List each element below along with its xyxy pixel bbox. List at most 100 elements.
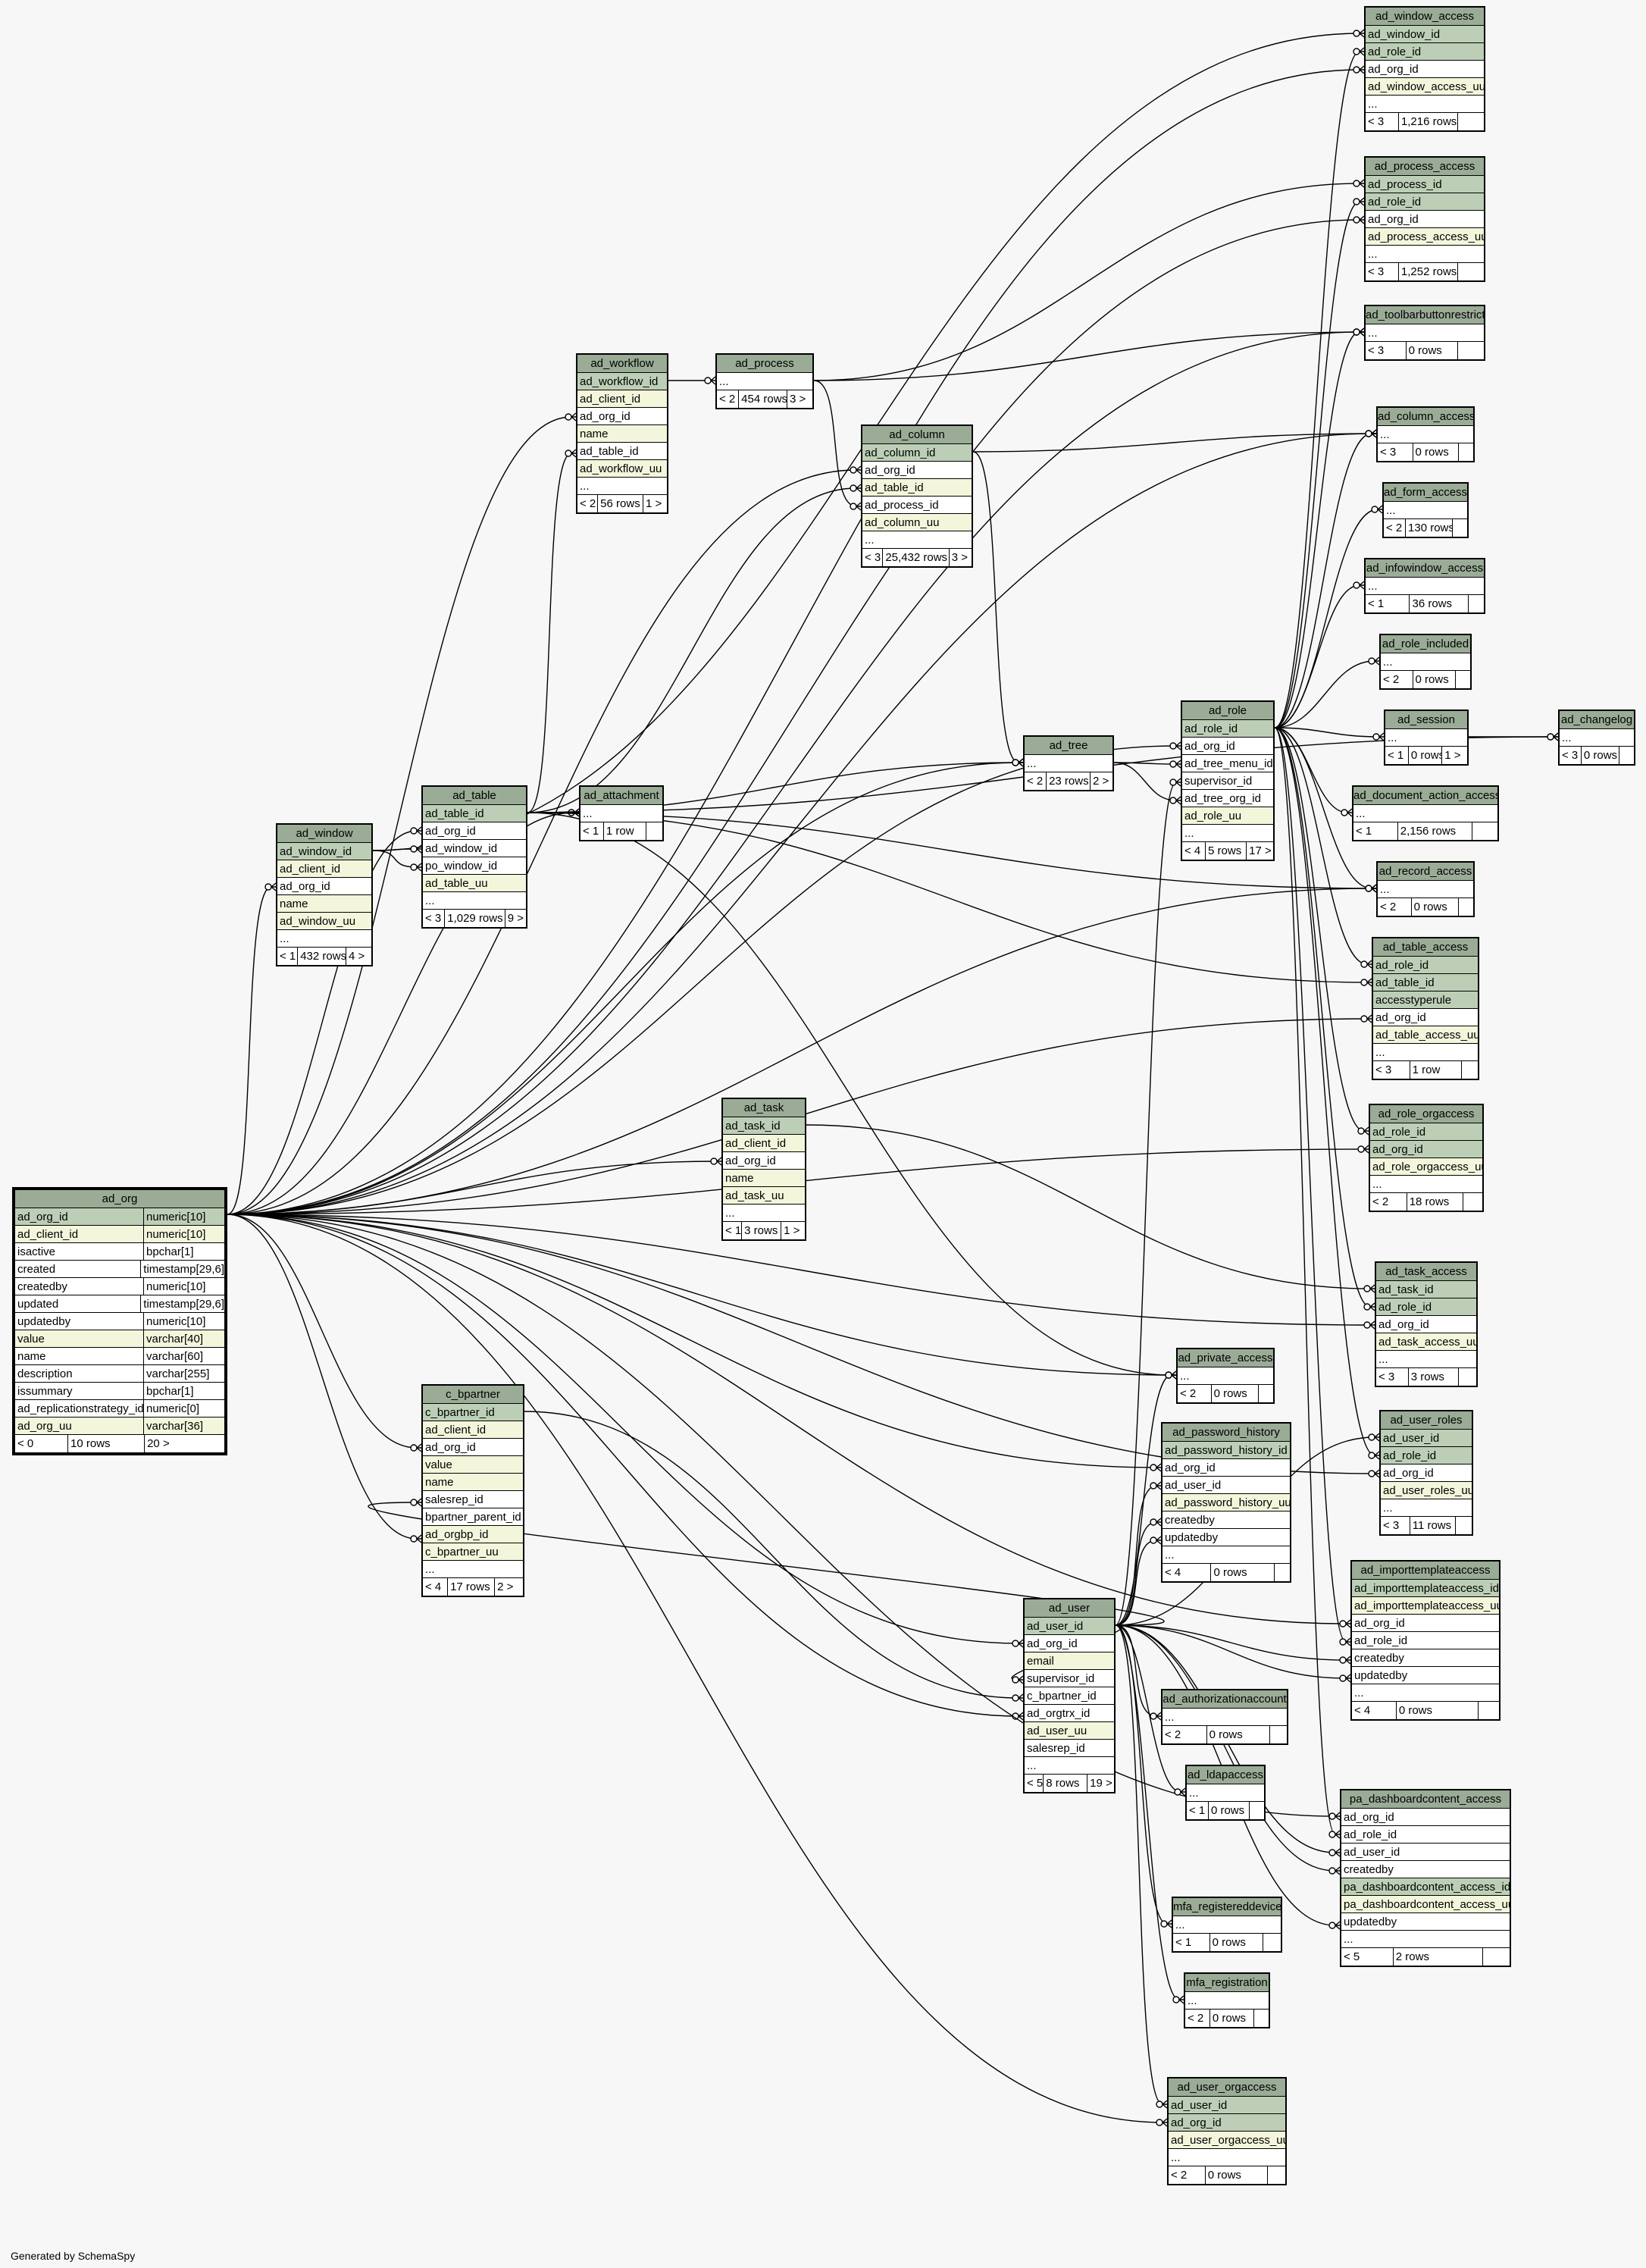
row-count[interactable]: 130 rows — [1406, 519, 1453, 537]
parents-count[interactable]: < 3 — [423, 910, 446, 927]
parents-count[interactable]: < 3 — [1366, 263, 1399, 280]
row-count[interactable]: 0 rows — [1206, 2166, 1268, 2184]
parents-count[interactable]: < 2 — [1025, 772, 1047, 790]
row-count[interactable]: 56 rows — [598, 495, 644, 512]
children-count[interactable] — [646, 822, 662, 840]
parents-count[interactable]: < 4 — [1352, 1702, 1397, 1719]
children-count[interactable] — [1268, 2166, 1285, 2184]
row-count[interactable]: 2,156 rows — [1398, 822, 1472, 840]
row-count[interactable]: 23 rows — [1047, 772, 1091, 790]
parents-count[interactable]: < 3 — [1366, 113, 1399, 130]
children-count[interactable] — [1270, 1726, 1287, 1743]
parents-count[interactable]: < 5 — [1025, 1775, 1044, 1792]
parents-count[interactable]: < 2 — [717, 390, 740, 408]
row-count[interactable]: 432 rows — [298, 948, 347, 965]
row-count[interactable]: 0 rows — [1211, 1564, 1275, 1581]
children-count[interactable]: 3 > — [790, 393, 806, 406]
parents-count[interactable]: < 3 — [1373, 1061, 1410, 1079]
children-count[interactable] — [1456, 671, 1470, 688]
children-count[interactable] — [1456, 1517, 1472, 1534]
children-count[interactable] — [1275, 1564, 1290, 1581]
row-count[interactable]: 0 rows — [1207, 1726, 1271, 1743]
children-count[interactable] — [1453, 519, 1467, 537]
row-count[interactable]: 25,432 rows — [883, 549, 950, 566]
parents-count[interactable]: < 1 — [1353, 822, 1398, 840]
parents-count[interactable]: < 1 — [1173, 1934, 1210, 1951]
children-count[interactable] — [1250, 1802, 1264, 1819]
row-count[interactable]: 1,216 rows — [1399, 113, 1458, 130]
children-count[interactable]: 4 > — [349, 950, 365, 963]
parents-count[interactable]: < 4 — [423, 1578, 449, 1596]
row-count[interactable]: 1,252 rows — [1399, 263, 1458, 280]
row-count[interactable]: 0 rows — [1413, 671, 1456, 688]
row-count[interactable]: 17 rows — [448, 1578, 496, 1596]
row-count[interactable]: 0 rows — [1209, 1802, 1250, 1819]
children-count[interactable]: 9 > — [507, 912, 524, 925]
children-count[interactable] — [1458, 342, 1484, 359]
row-count[interactable]: 0 rows — [1413, 443, 1459, 461]
parents-count[interactable]: < 0 — [15, 1435, 69, 1452]
children-count[interactable] — [1458, 263, 1484, 280]
parents-count[interactable]: < 2 — [1381, 671, 1413, 688]
children-count[interactable]: 20 > — [147, 1437, 170, 1450]
children-count[interactable]: 1 > — [1444, 749, 1461, 762]
children-count[interactable] — [1463, 1193, 1482, 1211]
row-count[interactable]: 1 row — [604, 822, 646, 840]
row-count[interactable]: 0 rows — [1409, 747, 1443, 764]
children-count[interactable] — [1254, 2010, 1269, 2027]
row-count[interactable]: 0 rows — [1212, 1385, 1259, 1402]
children-count[interactable] — [1459, 443, 1473, 461]
parents-count[interactable]: < 4 — [1182, 842, 1206, 860]
parents-count[interactable]: < 1 — [1366, 595, 1410, 612]
children-count[interactable] — [1479, 1702, 1500, 1719]
parents-count[interactable]: < 4 — [1163, 1564, 1212, 1581]
children-count[interactable]: 1 > — [784, 1224, 800, 1237]
row-count[interactable]: 3 rows — [1409, 1368, 1459, 1386]
row-count[interactable]: 1 row — [1410, 1061, 1462, 1079]
row-count[interactable]: 18 rows — [1407, 1193, 1463, 1211]
row-count[interactable]: 0 rows — [1397, 1702, 1479, 1719]
children-count[interactable]: 2 > — [497, 1580, 514, 1593]
parents-count[interactable]: < 5 — [1341, 1948, 1394, 1966]
children-count[interactable]: 17 > — [1249, 844, 1272, 857]
children-count[interactable] — [1619, 747, 1634, 764]
children-count[interactable] — [1483, 1948, 1510, 1966]
parents-count[interactable]: < 1 — [1385, 747, 1409, 764]
children-count[interactable] — [1469, 595, 1484, 612]
children-count[interactable]: 19 > — [1090, 1777, 1112, 1790]
parents-count[interactable]: < 3 — [862, 549, 884, 566]
parents-count[interactable]: < 3 — [1376, 1368, 1409, 1386]
row-count[interactable]: 0 rows — [1407, 342, 1458, 359]
children-count[interactable]: 1 > — [646, 497, 662, 510]
children-count[interactable]: 2 > — [1092, 775, 1109, 788]
parents-count[interactable]: < 1 — [580, 822, 604, 840]
parents-count[interactable]: < 2 — [1384, 519, 1407, 537]
children-count[interactable]: 3 > — [951, 551, 969, 564]
row-count[interactable]: 2 rows — [1394, 1948, 1483, 1966]
parents-count[interactable]: < 1 — [1187, 1802, 1209, 1819]
parents-count[interactable]: < 2 — [1169, 2166, 1206, 2184]
row-count[interactable]: 3 rows — [742, 1222, 782, 1239]
